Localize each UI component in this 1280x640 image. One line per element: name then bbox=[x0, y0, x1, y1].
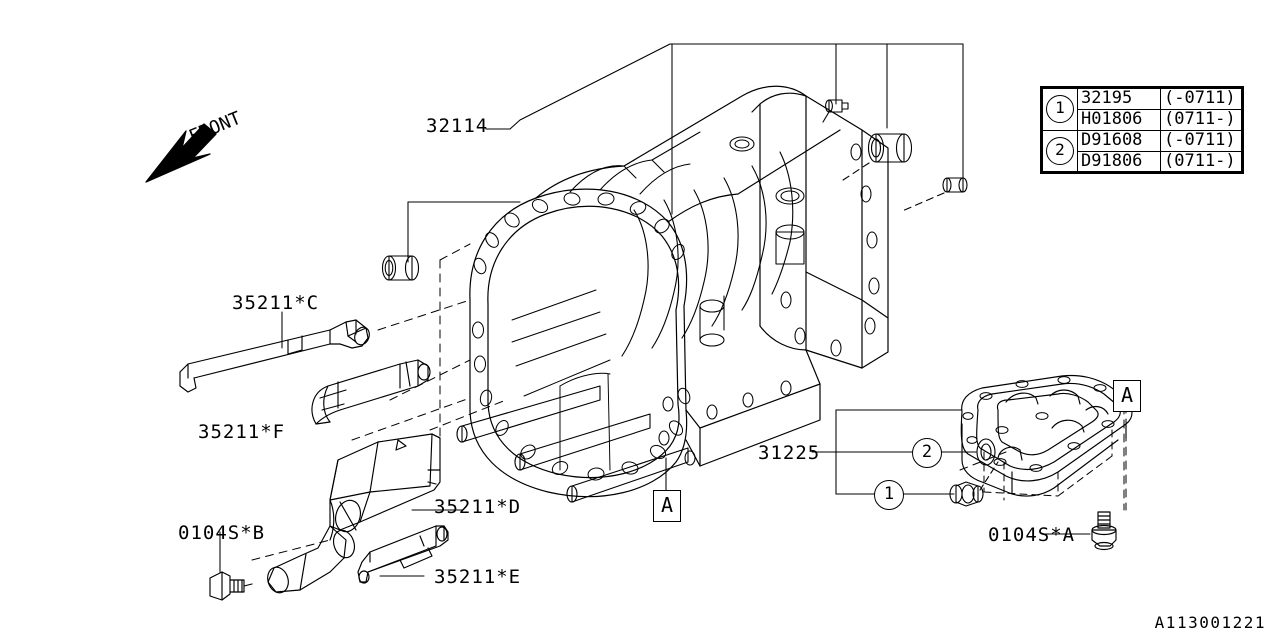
bolt-a-part bbox=[1091, 511, 1117, 551]
shield-d-part bbox=[267, 433, 441, 594]
legend-index-cell: 2 bbox=[1042, 129, 1078, 173]
label-shield-d: 35211*D bbox=[434, 496, 522, 518]
legend-range: (-0711) bbox=[1160, 88, 1242, 110]
oil-pan-leader-lines bbox=[811, 409, 977, 495]
bracket-c-part bbox=[179, 319, 370, 393]
case-leader-lines bbox=[407, 43, 964, 263]
assembly-dashed-lines bbox=[251, 243, 1125, 561]
dowel-pin-small bbox=[822, 99, 849, 123]
label-case-assembly: 32114 bbox=[426, 115, 489, 137]
bracket-f-part bbox=[311, 359, 431, 425]
legend-range: (0711-) bbox=[1160, 108, 1242, 131]
part-number-legend: 1 32195 (-0711) H01806 (0711-) 2 D91608 … bbox=[1040, 86, 1244, 175]
label-bolt-b: 0104S*B bbox=[178, 522, 266, 544]
legend-range: (0711-) bbox=[1160, 150, 1242, 173]
legend-part-number: D91806 bbox=[1077, 150, 1161, 173]
bolt-b-part bbox=[209, 571, 253, 601]
section-marker-case: A bbox=[653, 490, 681, 522]
label-bracket-e: 35211*E bbox=[434, 566, 522, 588]
label-bracket-f: 35211*F bbox=[198, 421, 286, 443]
callout-two: 2 bbox=[912, 438, 942, 468]
legend-row: 1 32195 (-0711) bbox=[1042, 88, 1242, 131]
label-bracket-c: 35211*C bbox=[232, 292, 320, 314]
oil-pan-part bbox=[960, 374, 1133, 501]
legend-part-number: D91608 bbox=[1077, 129, 1161, 152]
legend-part-number: 32195 bbox=[1077, 88, 1161, 110]
bracket-e-part bbox=[357, 525, 449, 584]
legend-index-2: 2 bbox=[1046, 137, 1074, 166]
legend-index-1: 1 bbox=[1046, 95, 1074, 124]
bushing-left bbox=[381, 255, 420, 281]
label-oil-pan: 31225 bbox=[758, 442, 821, 464]
drawing-number: A113001221 bbox=[1154, 613, 1266, 632]
legend-row: 2 D91608 (-0711) bbox=[1042, 129, 1242, 173]
callout-one: 1 bbox=[874, 480, 904, 510]
legend-row: H01806 (0711-) bbox=[1043, 108, 1242, 131]
legend-row: D91806 (0711-) bbox=[1043, 150, 1242, 173]
pan-gasket-ring bbox=[976, 438, 996, 466]
label-bolt-a: 0104S*A bbox=[988, 524, 1076, 546]
dowel-pin-right bbox=[899, 177, 968, 213]
section-marker-pan: A bbox=[1113, 380, 1141, 412]
bushing-large bbox=[839, 133, 913, 183]
legend-body: 1 32195 (-0711) H01806 (0711-) 2 D91608 … bbox=[1042, 88, 1242, 173]
legend-index-cell: 1 bbox=[1042, 88, 1078, 131]
legend-range: (-0711) bbox=[1160, 129, 1242, 152]
front-arrow-icon bbox=[145, 123, 217, 183]
transmission-case-body bbox=[456, 85, 889, 503]
legend-part-number: H01806 bbox=[1077, 108, 1161, 131]
drain-plug bbox=[949, 461, 999, 507]
